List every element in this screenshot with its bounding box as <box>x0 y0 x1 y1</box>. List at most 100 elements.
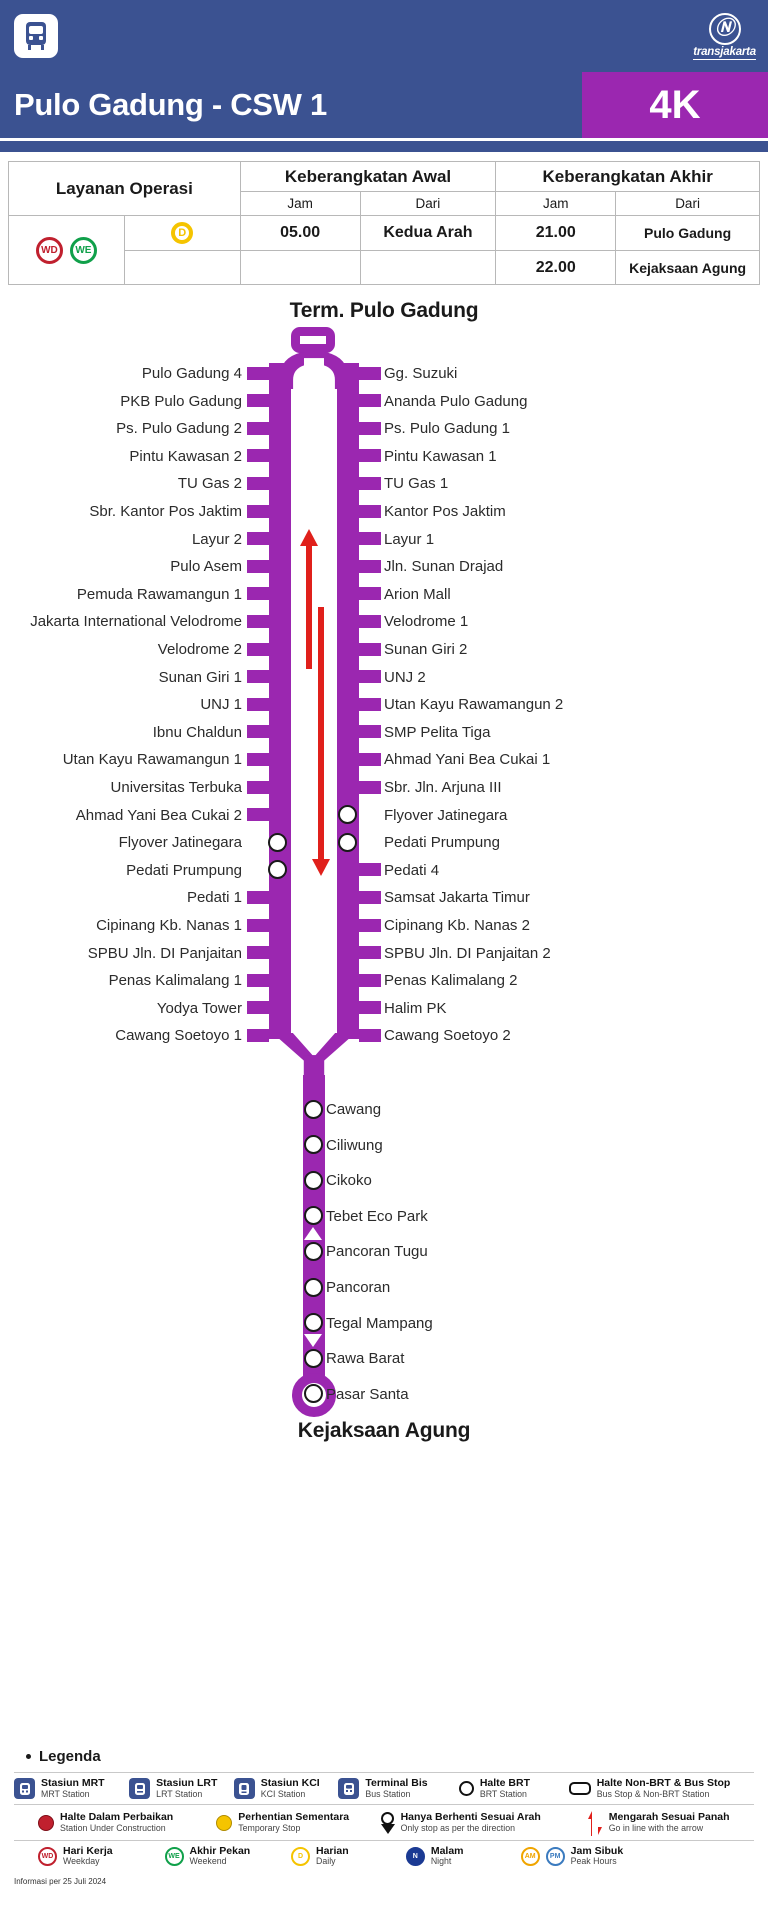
stop-marker-circle <box>304 1348 323 1368</box>
legend-label-id: Stasiun MRT <box>41 1777 105 1789</box>
stop-marker-tick <box>247 532 269 546</box>
subheader-last-dari: Dari <box>615 191 760 216</box>
stop-label: Pulo Asem <box>170 558 242 576</box>
stop-marker-tick <box>247 366 269 380</box>
stop-label: Tegal Mampang <box>326 1314 433 1332</box>
stop-label: Pancoran Tugu <box>326 1243 428 1261</box>
legend-item-non-brt: Halte Non-BRT & Bus Stop Bus Stop & Non-… <box>568 1777 754 1800</box>
stop-marker-circle <box>304 1135 323 1155</box>
stop-label: Jln. Sunan Drajad <box>384 558 504 576</box>
legend-row-stations: Stasiun MRT MRT Station Stasiun LRT LRT … <box>14 1772 754 1804</box>
stop-marker-tick <box>359 1001 381 1015</box>
col-service-header: Layanan Operasi <box>8 161 241 216</box>
stop-label: Utan Kayu Rawamangun 1 <box>62 751 242 769</box>
stop-label: Pedati 1 <box>186 889 242 907</box>
legend-title-label: Legenda <box>39 1748 101 1765</box>
stop-marker-tick <box>247 725 269 739</box>
legend-section: Legenda Stasiun MRT MRT Station Stasiun … <box>0 1748 768 1886</box>
legend-label-id: Terminal Bis <box>365 1777 428 1789</box>
stop-label: Layur 2 <box>191 530 242 548</box>
stop-marker-circle <box>304 1277 323 1297</box>
stop-marker-tick <box>359 670 381 684</box>
legend-item-weekend: WE Akhir Pekan Weekend <box>164 1845 288 1868</box>
table-row: WD WE D 05.00 Kedua Arah 21.00 Pulo Gadu… <box>8 215 760 285</box>
bullet-icon <box>26 1754 31 1759</box>
col-last-departure-header: Keberangkatan Akhir <box>495 161 760 192</box>
stop-label: Ibnu Chaldun <box>152 723 242 741</box>
route-merge-junction <box>272 1033 356 1079</box>
legend-label-en: MRT Station <box>41 1788 90 1799</box>
night-badge-icon: N <box>405 1846 425 1866</box>
table-row: 22.00 Kejaksaan Agung <box>9 250 760 285</box>
direction-arrow-up-line <box>306 543 312 669</box>
weekend-badge-icon: WE <box>164 1846 184 1866</box>
route-code-badge: 4K <box>582 72 768 138</box>
table-header-row: Layanan Operasi Keberangkatan Awal Keber… <box>8 161 760 216</box>
first-departure-from: Kedua Arah <box>359 215 497 251</box>
stop-label: Flyover Jatinegara <box>118 834 242 852</box>
under-construction-icon <box>38 1814 54 1831</box>
stop-marker-tick <box>247 752 269 766</box>
stop-label: TU Gas 2 <box>177 475 242 493</box>
stop-marker-circle <box>304 1206 323 1226</box>
last-departure-from: Pulo Gadung <box>615 215 760 251</box>
first-departure-time-empty <box>239 250 361 285</box>
legend-label-id: Halte Non-BRT & Bus Stop <box>596 1777 731 1789</box>
legend-label-en: Weekday <box>63 1856 100 1867</box>
legend-label-id: Hari Kerja <box>63 1844 113 1857</box>
route-name-container: Pulo Gadung - CSW 1 <box>0 72 582 138</box>
frequency-cell-empty <box>123 250 241 285</box>
legend-item-kci: Stasiun KCI KCI Station <box>233 1777 335 1800</box>
legend-row-status: Halte Dalam Perbaikan Station Under Cons… <box>14 1803 754 1840</box>
stop-marker-tick <box>359 725 381 739</box>
kci-station-icon <box>233 1778 255 1800</box>
stop-label: Arion Mall <box>384 585 451 603</box>
stop-label: Pedati Prumpung <box>384 834 500 852</box>
stop-label: UNJ 1 <box>200 696 242 714</box>
legend-label-id: Hanya Berhenti Sesuai Arah <box>400 1810 541 1823</box>
stop-label: Ps. Pulo Gadung 1 <box>384 420 510 438</box>
subheader-first-jam: Jam <box>239 191 361 216</box>
stop-label: Pemuda Rawamangun 1 <box>76 585 242 603</box>
legend-item-temporary-stop: Perhentian Sementara Temporary Stop <box>216 1811 376 1834</box>
stop-marker-circle <box>304 1241 323 1261</box>
direction-arrow-down-line <box>318 607 324 861</box>
stop-label: Pancoran <box>326 1279 391 1296</box>
legend-label-id: Harian <box>316 1844 349 1857</box>
legend-row-service-days: WD Hari Kerja Weekday WE Akhir Pekan Wee… <box>14 1839 754 1872</box>
stop-marker-circle <box>338 805 357 825</box>
loop-terminus-marker <box>291 327 335 353</box>
daily-badge-icon: D <box>291 1846 310 1866</box>
temporary-stop-icon <box>216 1814 233 1831</box>
stop-label: SPBU Jln. DI Panjaitan 2 <box>384 944 551 962</box>
schedule-section: Layanan Operasi Keberangkatan Awal Keber… <box>0 152 768 285</box>
legend-label-en: KCI Station <box>260 1788 306 1799</box>
legend-title: Legenda <box>26 1748 754 1765</box>
stop-marker-tick <box>247 559 269 573</box>
last-departure-from-2: Kejaksaan Agung <box>615 250 760 285</box>
legend-item-under-construction: Halte Dalam Perbaikan Station Under Cons… <box>14 1811 212 1834</box>
stop-marker-tick <box>359 918 381 932</box>
stop-label: Pintu Kawasan 2 <box>129 447 242 465</box>
legend-label-en: Bus Stop & Non-BRT Station <box>596 1788 710 1799</box>
stop-label: Ahmad Yani Bea Cukai 2 <box>75 806 242 824</box>
first-departure-time: 05.00 <box>239 215 361 251</box>
legend-label-en: Station Under Construction <box>60 1822 166 1833</box>
stop-label: Rawa Barat <box>326 1350 405 1368</box>
route-rail-right <box>337 363 359 1039</box>
stop-marker-tick <box>359 394 381 408</box>
stop-marker-circle <box>268 860 287 880</box>
stop-marker-tick <box>247 1028 269 1042</box>
direction-arrow-down-head <box>312 859 330 876</box>
legend-label-id: Malam <box>430 1844 464 1857</box>
stop-marker-tick <box>359 973 381 987</box>
am-badge-icon: AM <box>520 1846 540 1866</box>
brand-mark-icon: Ⓝ <box>708 12 741 45</box>
legend-label-id: Stasiun KCI <box>260 1777 320 1789</box>
stop-label: UNJ 2 <box>384 668 426 686</box>
legend-label-id: Stasiun LRT <box>156 1777 218 1789</box>
directional-stop-icon <box>380 1811 395 1834</box>
stop-label: Cawang <box>326 1101 382 1118</box>
stop-label: Pedati Prumpung <box>126 861 242 879</box>
stop-label: Sunan Giri 1 <box>158 668 242 686</box>
